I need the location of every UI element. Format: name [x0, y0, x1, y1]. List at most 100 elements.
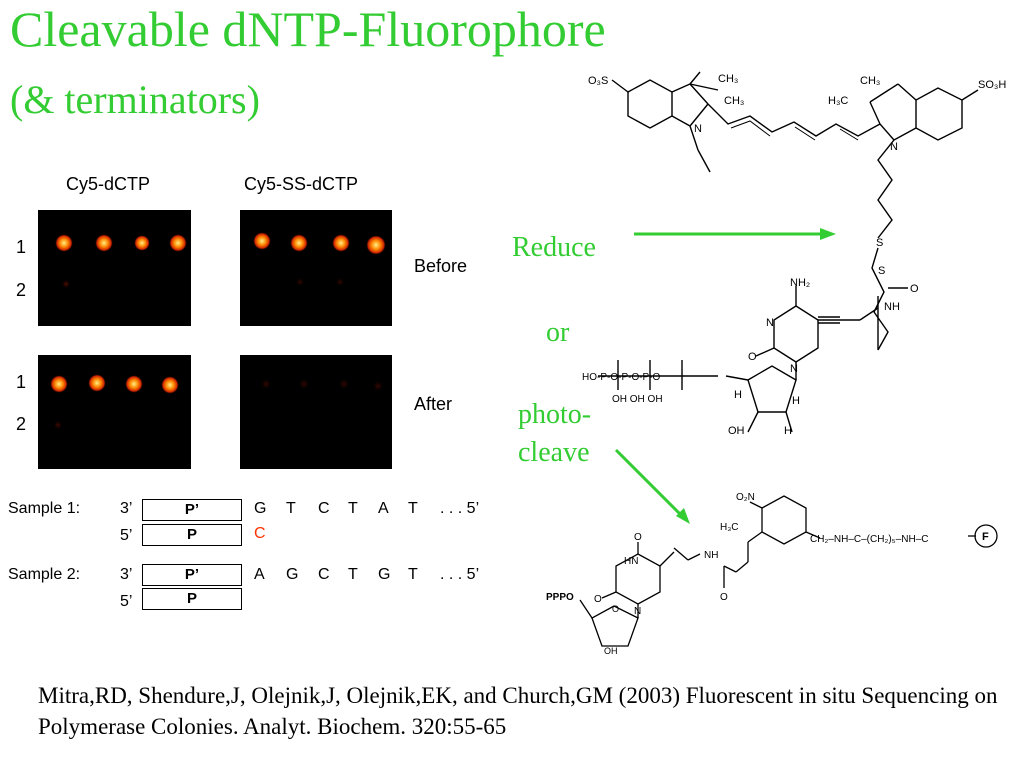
- chem-label: HO-P-O-P-O-P-O: [582, 372, 661, 383]
- gel-spot: [338, 378, 350, 390]
- gel-spot: [161, 376, 179, 394]
- gel-spot: [55, 234, 73, 252]
- sequence-base: A: [378, 500, 389, 517]
- sample-label: Sample 1:: [8, 500, 81, 517]
- primer-box: P’: [142, 564, 242, 586]
- reduce-label: Reduce: [512, 232, 596, 263]
- gel-row-label-2: 2: [16, 280, 27, 300]
- prime-label: 3’: [120, 500, 133, 517]
- gel-row-label-1: 1: [16, 237, 27, 257]
- gel-spot: [50, 375, 68, 393]
- gel-panel-cy5-dctp-after: [38, 355, 191, 469]
- gel-row-label-1: 1: [16, 372, 27, 392]
- sequence-base: A: [254, 566, 265, 583]
- primer-box: P: [142, 588, 242, 610]
- chem-label: H₃C: [720, 522, 739, 533]
- sequence-tail: . . . 5’: [440, 500, 480, 517]
- gel-panel-cy5-ss-dctp-before: [240, 210, 392, 326]
- chem-label: N: [890, 141, 898, 153]
- gel-row-label-2: 2: [16, 414, 27, 434]
- photocleave-label-line2: cleave: [518, 437, 590, 468]
- photocleave-label-line1: photo-: [518, 399, 592, 430]
- prime-label: 5’: [120, 593, 133, 610]
- chem-label: SO₃H: [978, 79, 1006, 91]
- chem-label: OH: [728, 425, 745, 437]
- sequence-base: T: [408, 500, 418, 517]
- sequence-base: T: [408, 566, 418, 583]
- gel-spot: [335, 277, 345, 287]
- gel-spot: [332, 234, 350, 252]
- photocleave-arrow: [614, 448, 684, 518]
- chem-label: H: [792, 395, 800, 407]
- condition-label-after: After: [414, 394, 453, 414]
- chem-label: N: [634, 606, 641, 617]
- photocleave-arrowhead: [676, 508, 690, 524]
- gel-spot: [88, 374, 106, 392]
- chem-label: CH₃: [724, 95, 744, 107]
- sequence-base: T: [286, 500, 296, 517]
- gel-spot: [61, 279, 71, 289]
- chem-label: O: [612, 604, 619, 614]
- citation: Mitra,RD, Shendure,J, Olejnik,J, Olejnik…: [38, 683, 998, 739]
- chem-label: H: [784, 425, 792, 437]
- primer-box: P: [142, 524, 242, 546]
- gel-spot: [95, 234, 113, 252]
- chem-label: NH: [704, 550, 718, 561]
- photocleavable-nucleotide-structure: O₂N H₃C CH₂–NH–C–(CH₂)₅–NH–C F HN O O N …: [546, 492, 998, 656]
- condition-label-before: Before: [414, 256, 468, 276]
- chem-label: CH₂–NH–C–(CH₂)₅–NH–C: [810, 534, 928, 545]
- gel-spot: [372, 380, 384, 392]
- chem-label: PPPO: [546, 592, 574, 603]
- chem-label: H₃C: [828, 95, 848, 107]
- or-label: or: [546, 317, 570, 348]
- gel-spot: [260, 378, 272, 390]
- chem-label: CH₃: [860, 75, 880, 87]
- chem-label: O: [594, 594, 602, 605]
- gel-spot: [366, 235, 386, 255]
- primer-box: P’: [142, 499, 242, 521]
- gel-column-label-cy5-dctp: Cy5-dCTP: [66, 174, 151, 194]
- gel-spots: [253, 232, 386, 287]
- chem-label: CH₃: [718, 73, 738, 85]
- gel-spot: [295, 277, 305, 287]
- reduce-arrowhead: [820, 228, 836, 240]
- chem-label: O₂N: [736, 492, 755, 503]
- chem-label: OH: [604, 646, 618, 656]
- sequence-base: T: [348, 500, 358, 517]
- gel-spots: [260, 378, 384, 392]
- chem-label: O: [748, 351, 757, 363]
- chem-label: HN: [624, 556, 638, 567]
- chem-label: O₃S: [588, 75, 608, 87]
- slide-subtitle: (& terminators): [10, 77, 260, 122]
- gel-spot: [134, 235, 150, 251]
- gel-column-label-cy5-ss-dctp: Cy5-SS-dCTP: [244, 174, 359, 194]
- prime-label: 5’: [120, 527, 133, 544]
- sequence-tail: . . . 5’: [440, 566, 480, 583]
- gel-panel-cy5-ss-dctp-after: [240, 355, 392, 469]
- prime-label: 3’: [120, 566, 133, 583]
- gel-spot: [298, 378, 310, 390]
- sequence-base: G: [286, 566, 299, 583]
- gel-spot: [125, 375, 143, 393]
- gel-spot: [53, 420, 63, 430]
- chem-label: O: [720, 592, 728, 603]
- gel-spot: [169, 234, 187, 252]
- sequence-base: C: [318, 500, 330, 517]
- chem-label: N: [694, 123, 702, 135]
- green-arrows: [614, 228, 836, 524]
- chem-label: OH OH OH: [612, 394, 663, 405]
- gel-spots: [55, 234, 187, 289]
- chem-label: N: [766, 317, 774, 329]
- gel-panel-cy5-dctp-before: [38, 210, 191, 326]
- gel-spot: [290, 234, 308, 252]
- gel-spot: [253, 232, 271, 250]
- slide-title: Cleavable dNTP-Fluorophore: [10, 1, 606, 57]
- added-base: C: [254, 525, 266, 542]
- chem-label: NH₂: [790, 277, 810, 289]
- sequence-base: G: [378, 566, 391, 583]
- fluorophore-label: F: [982, 531, 989, 543]
- chem-label: H: [734, 389, 742, 401]
- chem-label: N: [790, 363, 798, 375]
- gel-spots: [50, 374, 179, 430]
- sequence-base: T: [348, 566, 358, 583]
